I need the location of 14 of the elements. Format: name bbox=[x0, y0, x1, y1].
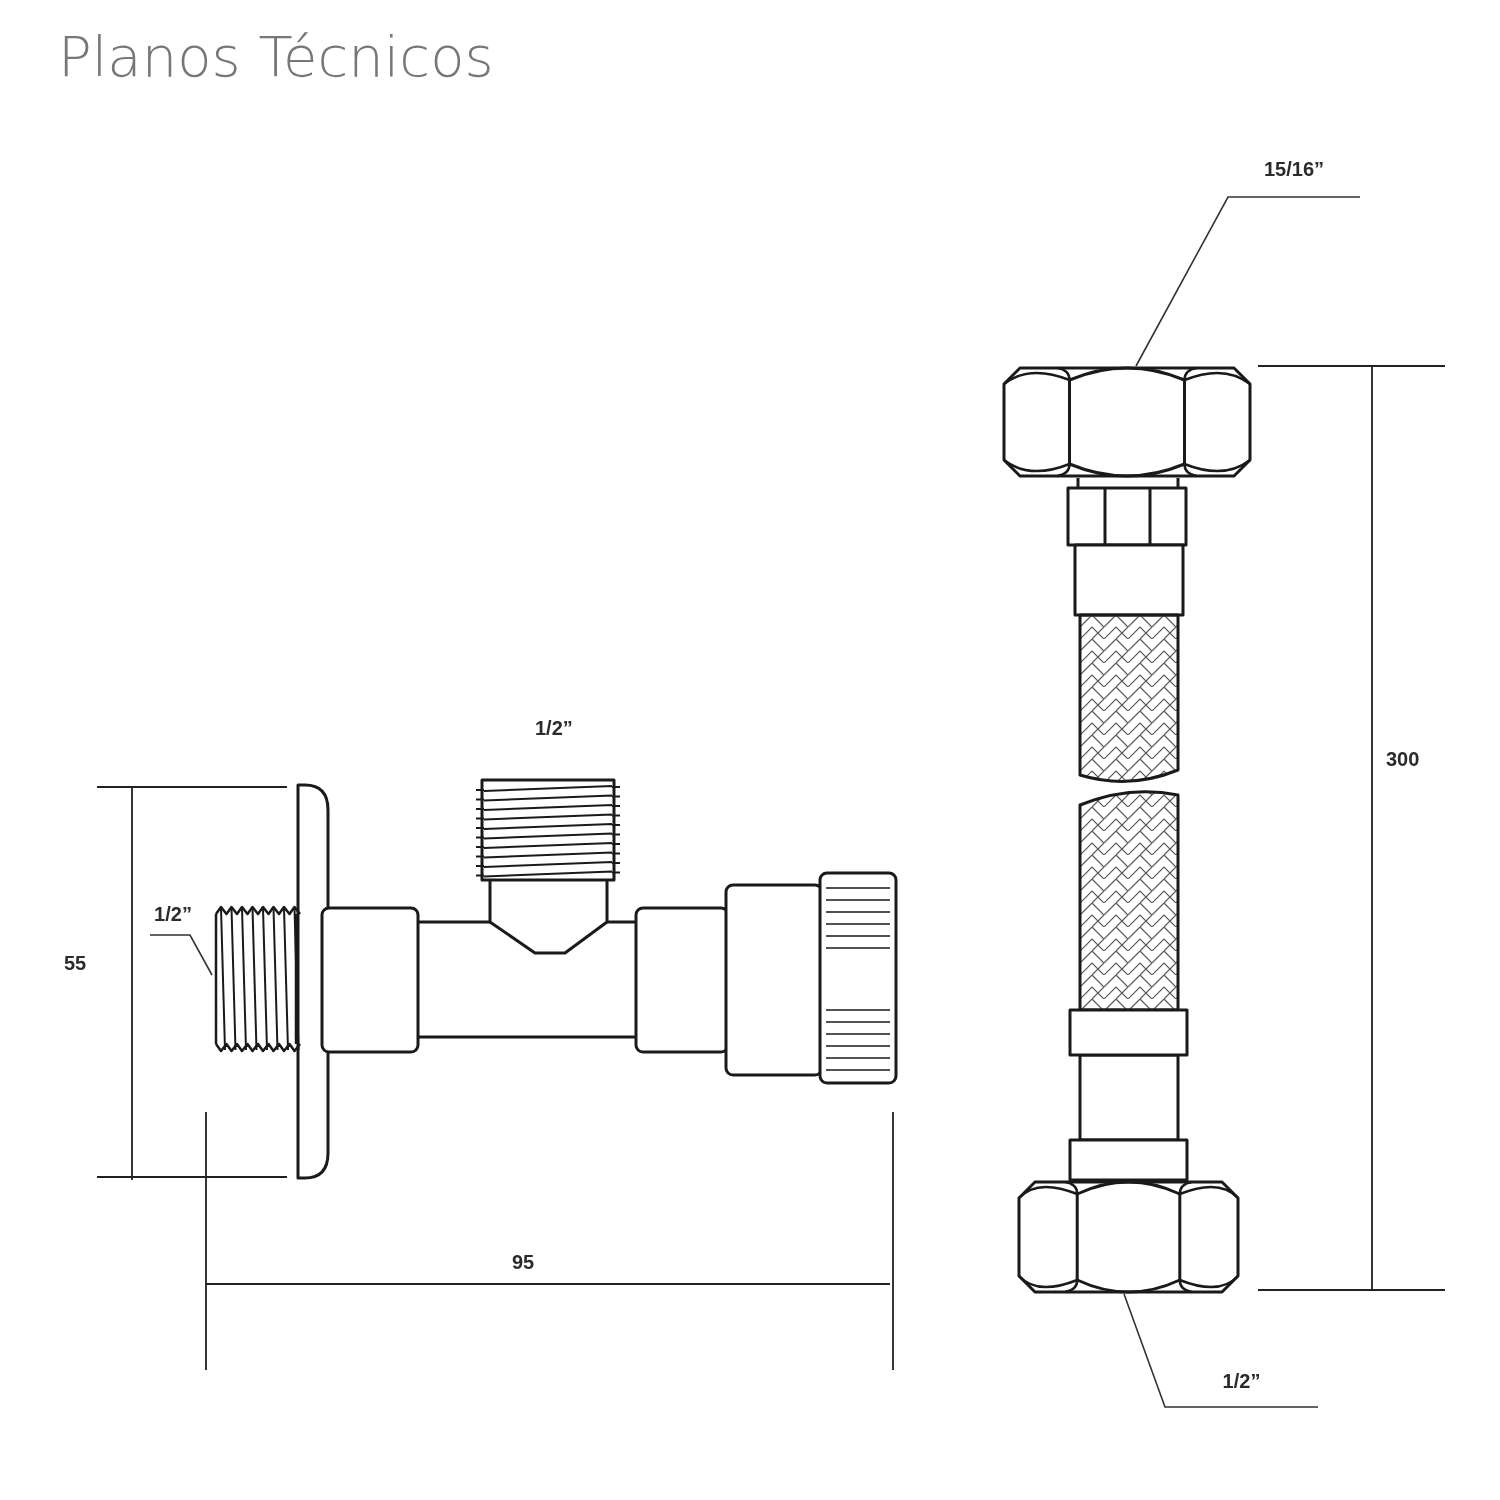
leader-line bbox=[149, 934, 213, 976]
title: Planos Técnicos bbox=[58, 24, 494, 89]
size-label: 15/16” bbox=[1228, 158, 1360, 197]
size-label: 1/2” bbox=[145, 903, 201, 935]
hex-nut bbox=[1017, 1180, 1240, 1294]
threaded-end bbox=[212, 906, 298, 1052]
dimension-label: 55 bbox=[64, 952, 87, 975]
size-label: 1/2” bbox=[1165, 1370, 1318, 1407]
leader-line bbox=[1123, 1293, 1319, 1408]
dimension-label: 95 bbox=[512, 1251, 535, 1274]
leader-line bbox=[1135, 196, 1361, 367]
dimension-label: 300 bbox=[1386, 748, 1420, 771]
dimension-label: 1/2” bbox=[535, 717, 573, 740]
hex-nut bbox=[1002, 366, 1252, 478]
